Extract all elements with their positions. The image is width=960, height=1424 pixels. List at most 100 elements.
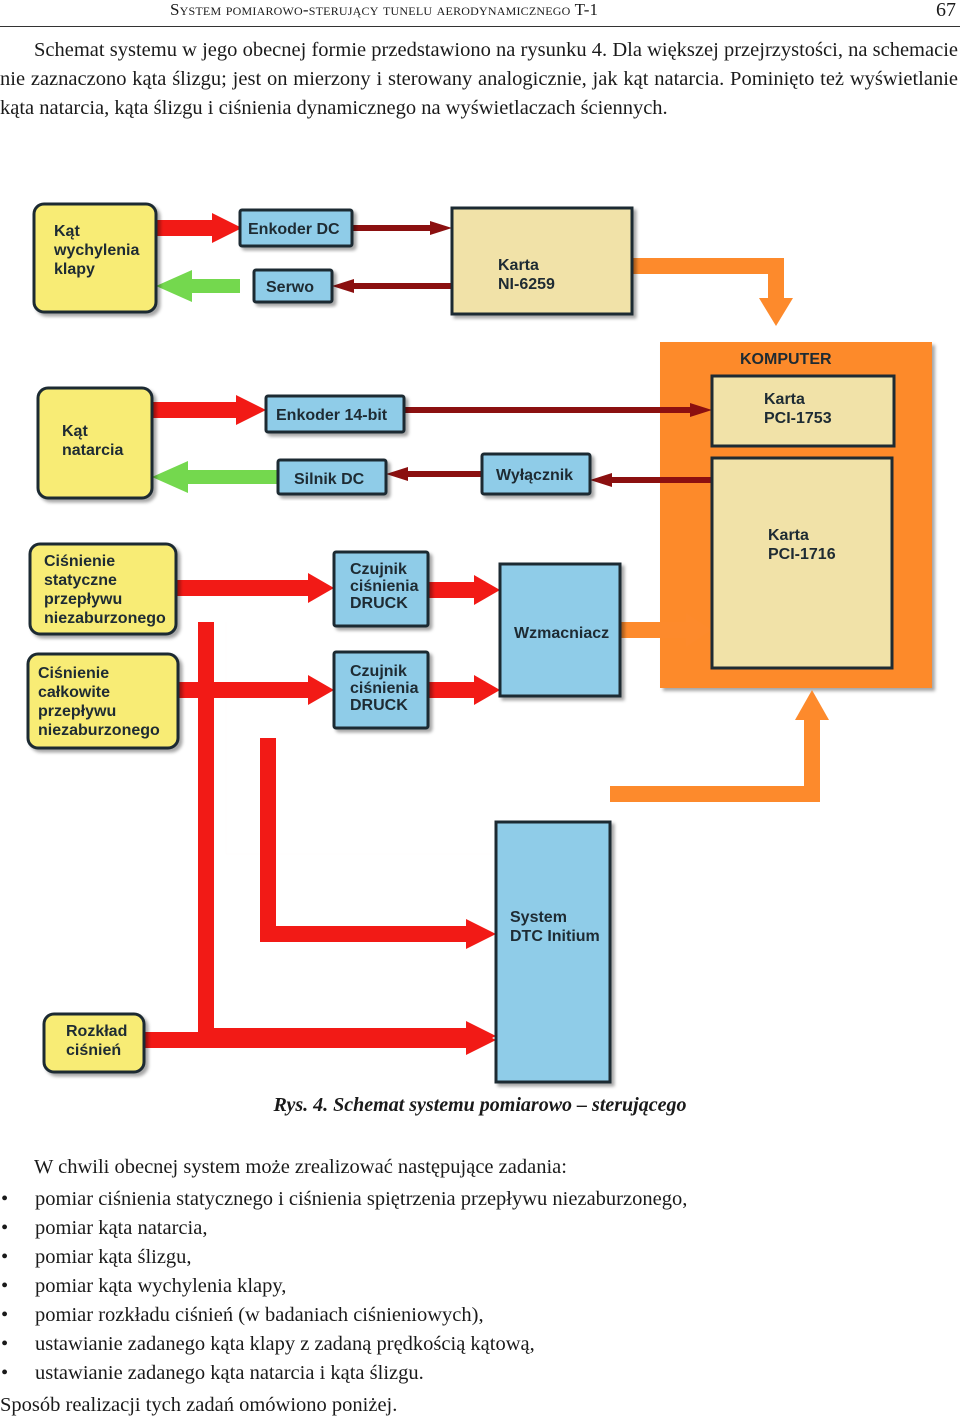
bullet-icon: • [1, 1275, 9, 1297]
box-druck-2-label: Czujnik [350, 663, 407, 680]
arrow-flap-to-encoder [156, 213, 242, 243]
list-item-text: pomiar kąta ślizgu, [35, 1246, 192, 1268]
list-item: • ustawianie zadanego kąta natarcia i kąt… [0, 1359, 687, 1388]
list-item: • pomiar kąta ślizgu, [0, 1243, 687, 1272]
box-total-pressure-label: całkowite [38, 684, 110, 701]
box-druck-1-label: DRUCK [350, 595, 408, 612]
bullet-icon: • [1, 1246, 9, 1268]
running-title: System pomiarowo-sterujący tunelu aerody… [170, 0, 599, 19]
box-pci1716-label: Karta [768, 527, 809, 544]
computer-label: KOMPUTER [740, 351, 832, 368]
arrow-dtc-to-computer [610, 690, 829, 802]
arrow-encoder14-to-pci1753 [404, 403, 712, 417]
box-total-pressure-label: przepływu [38, 703, 116, 720]
arrow-ni-to-serwo [332, 279, 452, 293]
box-dtc-initium-label: DTC Initium [510, 928, 600, 945]
closing-sentence: Sposób realizacji tych zadań omówiono po… [0, 1394, 398, 1416]
box-druck-2-label: DRUCK [350, 697, 408, 714]
box-ni-card-label: NI-6259 [498, 276, 555, 293]
arrow-motor-to-aoa [152, 461, 278, 493]
arrow-total-to-dtc [260, 738, 496, 949]
system-diagram: KOMPUTER Kąt wychylenia klapy Enkoder DC Ser… [0, 190, 960, 1090]
figure-caption: Rys. 4. Schemat systemu pomiarowo – ster… [273, 1094, 687, 1116]
box-encoder-dc-label: Enkoder DC [248, 221, 340, 238]
box-dtc-initium-label: System [510, 909, 567, 926]
box-encoder-14bit: Enkoder 14-bit [264, 394, 406, 434]
page-header: System pomiarowo-sterujący tunelu aerody… [0, 0, 960, 27]
box-pci1716-label: PCI-1716 [768, 546, 836, 563]
arrow-static-to-druck1 [176, 573, 334, 603]
arrow-druck1-to-amplifier [428, 575, 500, 605]
bullet-icon: • [1, 1362, 9, 1384]
list-item-text: pomiar kąta natarcia, [35, 1217, 208, 1239]
arrow-ni-to-computer [632, 258, 793, 326]
box-total-pressure-label: niezaburzonego [38, 722, 160, 739]
box-ni-card-label: Karta [498, 257, 539, 274]
arrow-encoder-to-ni [352, 221, 452, 235]
arrow-amplifier-to-pci1716 [620, 613, 712, 647]
box-encoder-dc: Enkoder DC [238, 208, 354, 248]
box-druck-1-label: Czujnik [350, 561, 407, 578]
box-flap-angle-label: wychylenia [53, 242, 139, 259]
list-item-text: pomiar kąta wychylenia klapy, [35, 1275, 287, 1297]
box-amplifier-label: Wzmacniacz [514, 625, 609, 642]
box-flap-angle-label: klapy [54, 261, 95, 278]
arrow-rozklad-to-dtc [144, 1025, 496, 1055]
intro-paragraph: Schemat systemu w jego obecnej formie pr… [0, 39, 958, 119]
box-aoa-label: Kąt [62, 423, 88, 440]
list-item-text: pomiar rozkładu ciśnień (w badaniach ciś… [35, 1304, 484, 1326]
box-encoder-14bit-label: Enkoder 14-bit [276, 407, 388, 424]
list-item: • pomiar rozkładu ciśnień (w badaniach ci… [0, 1301, 687, 1330]
arrow-aoa-to-encoder14 [152, 395, 266, 425]
bullet-icon: • [1, 1188, 9, 1210]
box-aoa-label: natarcia [62, 442, 123, 459]
arrow-serwo-to-flap [156, 270, 240, 302]
box-pci1753-label: PCI-1753 [764, 410, 832, 427]
box-aoa: Kąt natarcia [36, 386, 154, 500]
box-motor-dc: Silnik DC [276, 458, 388, 496]
box-static-pressure-label: przepływu [44, 591, 122, 608]
arrow-druck2-to-amplifier [428, 675, 500, 705]
box-total-pressure: Ciśnienie całkowite przepływu niezaburzoneg… [26, 652, 180, 750]
arrow-pci1753-to-switch [590, 473, 712, 487]
box-serwo-label: Serwo [266, 279, 314, 296]
tasks-list: • pomiar ciśnienia statycznego i ciśnieni… [0, 1185, 687, 1388]
box-switch: Wyłącznik [480, 452, 592, 496]
box-serwo: Serwo [252, 268, 334, 304]
box-pci1753-label: Karta [764, 391, 805, 408]
list-item-text: ustawianie zadanego kąta natarcia i kąta… [35, 1362, 424, 1384]
bullet-icon: • [1, 1304, 9, 1326]
box-flap-angle: Kąt wychylenia klapy [32, 202, 158, 314]
box-amplifier: Wzmacniacz [498, 562, 622, 698]
list-item: • pomiar ciśnienia statycznego i ciśnieni… [0, 1185, 687, 1214]
box-flap-angle-label: Kąt [54, 223, 80, 240]
bullet-icon: • [1, 1217, 9, 1239]
diagram-canvas: KOMPUTER Kąt wychylenia klapy Enkoder DC Ser… [26, 202, 932, 1084]
box-static-pressure-label: niezaburzonego [44, 610, 166, 627]
bullet-icon: • [1, 1333, 9, 1355]
box-switch-label: Wyłącznik [496, 467, 573, 484]
tasks-intro: W chwili obecnej system może zrealizować… [34, 1156, 567, 1178]
list-item: • ustawianie zadanego kąta klapy z zadaną… [0, 1330, 687, 1359]
box-pressure-distribution-label: ciśnień [66, 1042, 121, 1059]
list-item: • pomiar kąta wychylenia klapy, [0, 1272, 687, 1301]
box-pressure-distribution-label: Rozkład [66, 1023, 127, 1040]
box-static-pressure-label: Ciśnienie [44, 553, 115, 570]
box-druck-1-label: ciśnienia [350, 578, 419, 595]
box-total-pressure-label: Ciśnienie [38, 665, 109, 682]
box-pressure-distribution: Rozkład ciśnień [42, 1012, 146, 1074]
arrow-switch-to-motor [386, 467, 482, 481]
box-motor-dc-label: Silnik DC [294, 471, 365, 488]
box-static-pressure-label: statyczne [44, 572, 117, 589]
box-druck-2-label: ciśnienia [350, 680, 419, 697]
list-item-text: ustawianie zadanego kąta klapy z zadaną … [35, 1333, 535, 1355]
box-static-pressure: Ciśnienie statyczne przepływu niezaburzoneg… [28, 542, 178, 636]
list-item-text: pomiar ciśnienia statycznego i ciśnienia… [35, 1188, 688, 1210]
